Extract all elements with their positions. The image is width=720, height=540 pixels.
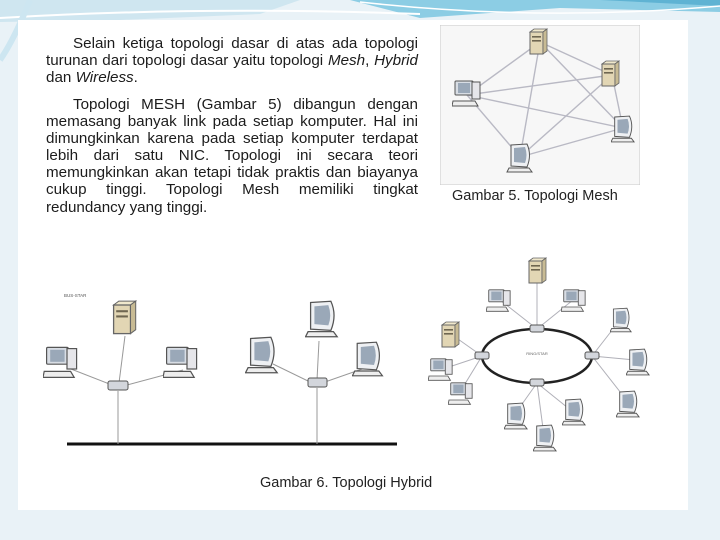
hybrid-bus-star-figure: BUS-STAR — [35, 286, 400, 456]
ring-server-left — [442, 322, 459, 347]
ring-hub-bottom — [530, 379, 544, 386]
hub-right — [308, 378, 327, 387]
ring-hub-top — [530, 325, 544, 332]
star-pc-4 — [306, 301, 338, 336]
mesh-topology-figure — [440, 25, 640, 185]
ring-pc-8 — [504, 403, 527, 429]
paragraph-mesh: Topologi MESH (Gambar 5) dibangun dengan… — [46, 96, 418, 216]
separator-text: , — [365, 52, 374, 69]
caption-hybrid: Gambar 6. Topologi Hybrid — [260, 475, 432, 491]
star-pc-3 — [246, 337, 278, 372]
star-pc-2 — [163, 347, 197, 377]
term-mesh: Mesh — [328, 52, 365, 69]
mesh-pc-right — [611, 116, 634, 142]
ring-server-top — [529, 258, 546, 283]
ring-pc-1 — [486, 290, 510, 311]
star-pc-1 — [43, 347, 77, 377]
ring-pc-2 — [561, 290, 585, 311]
ring-pc-9 — [428, 359, 452, 380]
hybrid-ring-star-figure: RING/STAR — [420, 252, 670, 460]
term-hybrid: Hybrid — [374, 52, 418, 69]
mesh-pc-bottom — [507, 144, 532, 172]
mesh-pc-left — [452, 81, 480, 106]
conjunction-text: dan — [46, 69, 76, 86]
bus-server — [114, 301, 136, 334]
ring-pc-10 — [448, 383, 472, 404]
ring-pc-5 — [616, 391, 639, 417]
ring-hub-right — [585, 352, 599, 359]
paragraph-intro: Selain ketiga topologi dasar di atas ada… — [46, 35, 418, 86]
bus-star-label: BUS-STAR — [64, 293, 87, 298]
mesh-description: Topologi MESH (Gambar 5) dibangun dengan… — [46, 96, 418, 216]
ring-pc-7 — [533, 425, 556, 451]
ring-label: RING/STAR — [526, 351, 548, 356]
mesh-server-top — [530, 29, 547, 54]
end-punct: . — [134, 69, 138, 86]
hub-left — [108, 381, 128, 390]
ring-pc-6 — [562, 399, 585, 425]
ring-pc-4 — [626, 349, 649, 375]
caption-mesh: Gambar 5. Topologi Mesh — [452, 188, 618, 204]
term-wireless: Wireless — [76, 69, 134, 86]
ring-hub-left — [475, 352, 489, 359]
ring-pc-3 — [610, 308, 631, 332]
star-pc-5 — [352, 342, 382, 376]
mesh-server-right — [602, 61, 619, 86]
